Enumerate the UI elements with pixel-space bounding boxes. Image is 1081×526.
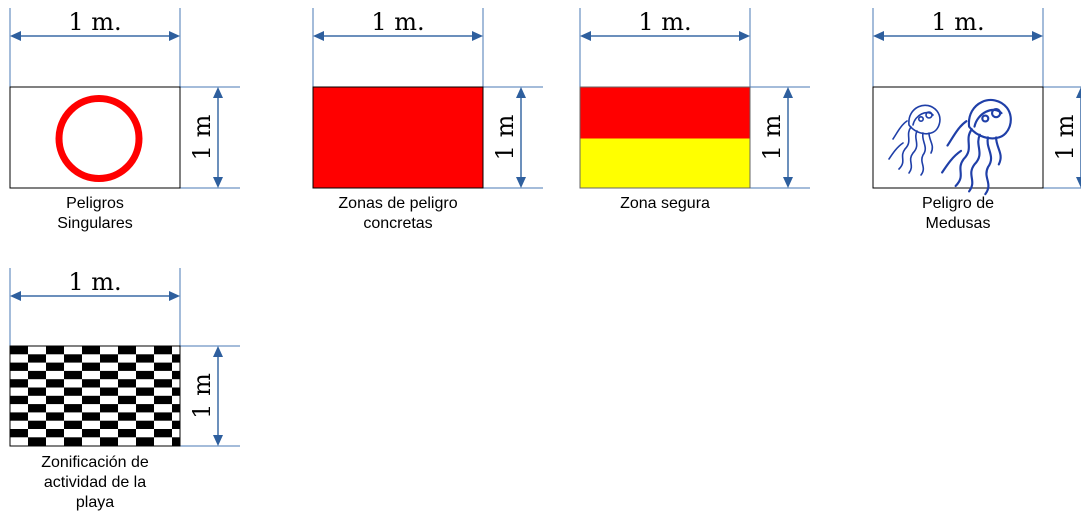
arrowhead-left <box>10 291 21 301</box>
arrowhead-left <box>873 31 884 41</box>
height-dimension-arrow <box>783 87 793 188</box>
caption-line: actividad de la <box>44 474 146 491</box>
caption-line: Zonificación de <box>41 454 149 471</box>
arrowhead-left <box>10 31 21 41</box>
flag-group-zonificacion: 1 m. 1 m Zonificación de actividad de la pla… <box>9 268 240 511</box>
width-label: 1 m. <box>68 268 121 296</box>
arrowhead-up <box>516 87 526 98</box>
flag-group-zona-segura: 1 m. 1 m Zona segura <box>579 8 810 212</box>
flag-peligro-medusas <box>872 86 1044 196</box>
height-dimension-arrow <box>516 87 526 188</box>
flag-group-peligro-medusas: 1 m. 1 m Peligro de Medusas <box>872 8 1081 232</box>
width-label: 1 m. <box>931 8 984 36</box>
arrowhead-up <box>213 87 223 98</box>
flag-caption: Zonificación de actividad de la playa <box>41 454 149 511</box>
height-label: 1 m <box>188 373 216 419</box>
flag-top-band <box>580 87 750 139</box>
flag-caption: Peligro de Medusas <box>922 195 994 232</box>
height-label: 1 m <box>1051 114 1079 160</box>
caption-line: Zona segura <box>620 195 710 212</box>
width-label: 1 m. <box>68 8 121 36</box>
arrowhead-down <box>516 177 526 188</box>
height-dimension-arrow <box>213 346 223 446</box>
height-label: 1 m <box>491 114 519 160</box>
flag-zonas-peligro <box>312 86 484 189</box>
arrowhead-right <box>1032 31 1043 41</box>
caption-line: Peligro de <box>922 195 994 212</box>
arrowhead-left <box>580 31 591 41</box>
arrowhead-down <box>1076 177 1081 188</box>
arrowhead-down <box>213 435 223 446</box>
height-label: 1 m <box>188 114 216 160</box>
width-dimension-arrow <box>873 31 1043 41</box>
height-label: 1 m <box>758 114 786 160</box>
arrowhead-right <box>169 291 180 301</box>
width-dimension-arrow <box>313 31 483 41</box>
arrowhead-up <box>1076 87 1081 98</box>
width-dimension-arrow <box>580 31 750 41</box>
width-label: 1 m. <box>371 8 424 36</box>
height-dimension-arrow <box>1076 87 1081 188</box>
arrowhead-right <box>169 31 180 41</box>
arrowhead-up <box>213 346 223 357</box>
flag-zona-segura <box>579 86 751 189</box>
caption-line: Peligros <box>66 195 124 212</box>
caption-line: concretas <box>363 215 432 232</box>
flag-group-zonas-peligro: 1 m. 1 m Zonas de peligro concretas <box>312 8 543 232</box>
caption-line: Medusas <box>926 215 991 232</box>
arrowhead-right <box>472 31 483 41</box>
flag-caption: Zonas de peligro concretas <box>338 195 457 232</box>
arrowhead-up <box>783 87 793 98</box>
flag-bottom-band <box>580 138 750 188</box>
height-dimension-arrow <box>213 87 223 188</box>
arrowhead-down <box>783 177 793 188</box>
arrowhead-down <box>213 177 223 188</box>
caption-line: Zonas de peligro <box>338 195 457 212</box>
ring-icon <box>55 95 143 182</box>
flag-caption: Zona segura <box>620 195 710 212</box>
width-dimension-arrow <box>10 291 180 301</box>
jellyfish-icon <box>888 104 941 176</box>
caption-line: playa <box>76 494 114 511</box>
width-label: 1 m. <box>638 8 691 36</box>
jellyfish-icon <box>941 98 1012 196</box>
width-dimension-arrow <box>10 31 180 41</box>
flag-peligros-singulares <box>9 86 181 189</box>
arrowhead-left <box>313 31 324 41</box>
flag-zonificacion <box>9 345 181 447</box>
caption-line: Singulares <box>57 215 133 232</box>
arrowhead-right <box>739 31 750 41</box>
